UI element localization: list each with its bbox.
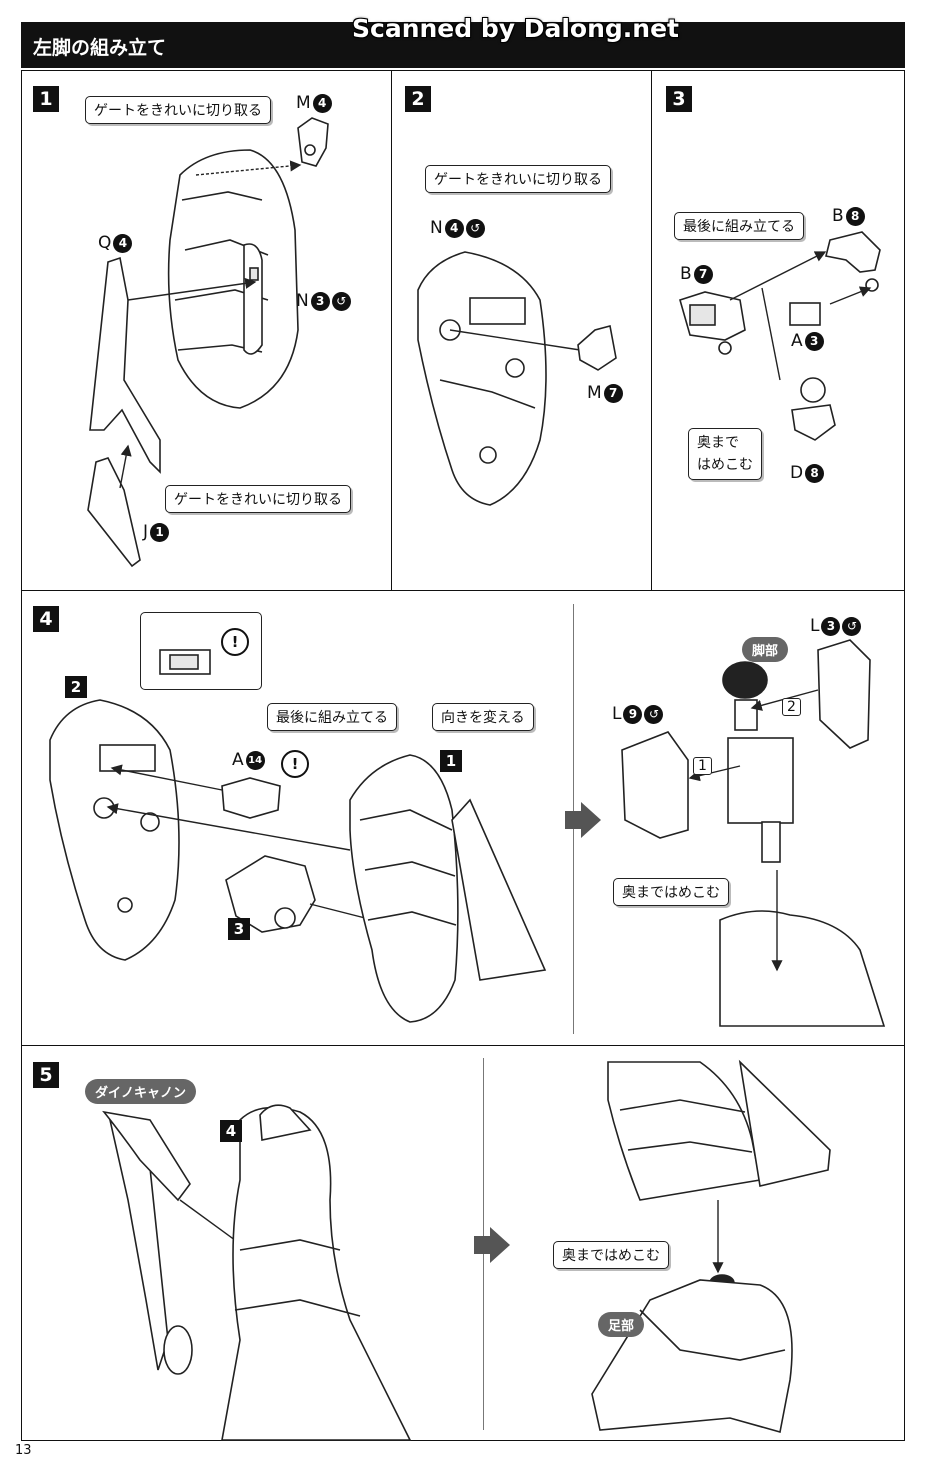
foot-pill: 足部 — [598, 1312, 645, 1337]
ref-step-2: 2 — [65, 676, 87, 698]
p1-part-Q4-drawing — [89, 256, 257, 474]
flow-arrow-stem — [474, 1236, 490, 1254]
p4-assembly-3-drawing — [225, 855, 422, 936]
p4-outer-shell-drawing — [106, 754, 547, 1023]
callout-push-fully: 奥まではめこむ — [613, 878, 729, 906]
p2-leg-inner-drawing — [417, 251, 617, 506]
dino-cannon-pill: ダイノキャノン — [85, 1079, 197, 1104]
flow-arrow-stem — [565, 811, 581, 829]
p5-foot-drawing — [591, 1274, 793, 1434]
caution-icon: ! — [281, 750, 309, 778]
section-title: 左脚の組み立て — [33, 37, 167, 59]
step-number-5: 5 — [33, 1062, 59, 1088]
sequence-mark-2: 2 — [782, 698, 801, 716]
ref-step-1: 1 — [440, 750, 462, 772]
callout-assemble-last: 最後に組み立てる — [267, 703, 397, 731]
callout-gate-clean: ゲートをきれいに切り取る — [425, 165, 611, 193]
rotate-icon: ↺ — [842, 616, 862, 636]
p1-part-J1-drawing — [87, 444, 141, 568]
p5-leg-assembly-drawing — [221, 1104, 412, 1441]
p3-joint-parts-drawing — [679, 231, 881, 441]
ref-step-3: 3 — [228, 918, 250, 940]
p4-leg-lower-drawing — [719, 870, 886, 1027]
callout-push-fully: 奥まで はめこむ — [688, 428, 762, 480]
p4-foot-joint-drawing — [621, 639, 871, 863]
callout-assemble-last: 最後に組み立てる — [674, 212, 804, 240]
caution-inset — [140, 612, 262, 690]
p4-part-A14-drawing — [110, 764, 281, 819]
flow-arrow-icon — [581, 802, 601, 838]
p4-inner-shell-drawing — [49, 699, 180, 961]
callout-gate-clean: ゲートをきれいに切り取る — [165, 485, 351, 513]
step-number-1: 1 — [33, 86, 59, 112]
flow-arrow-icon — [490, 1227, 510, 1263]
sequence-mark-1: 1 — [693, 757, 712, 775]
rotate-icon: ↺ — [644, 704, 664, 724]
leg-pill: 脚部 — [742, 637, 789, 662]
p1-part-M4-drawing — [297, 117, 329, 167]
p1-leg-shell-drawing — [167, 149, 302, 409]
caution-icon: ! — [221, 628, 249, 656]
ref-step-4: 4 — [220, 1120, 242, 1142]
page-number: 13 — [15, 1443, 32, 1458]
step-number-2: 2 — [405, 86, 431, 112]
p4-inset-drawing — [159, 649, 211, 675]
step-number-4: 4 — [33, 606, 59, 632]
rotate-icon: ↺ — [465, 218, 485, 238]
callout-gate-clean: ゲートをきれいに切り取る — [85, 96, 271, 124]
p5-leg-full-drawing — [607, 1059, 831, 1274]
callout-push-fully: 奥まではめこむ — [553, 1241, 669, 1269]
step-number-3: 3 — [666, 86, 692, 112]
scan-watermark: Scanned by Dalong.net — [352, 14, 680, 43]
p5-dino-cannon-drawing — [102, 1110, 278, 1375]
section-header: 左脚の組み立て — [21, 22, 905, 68]
rotate-icon: ↺ — [331, 291, 351, 311]
callout-change-direction: 向きを変える — [432, 703, 534, 731]
